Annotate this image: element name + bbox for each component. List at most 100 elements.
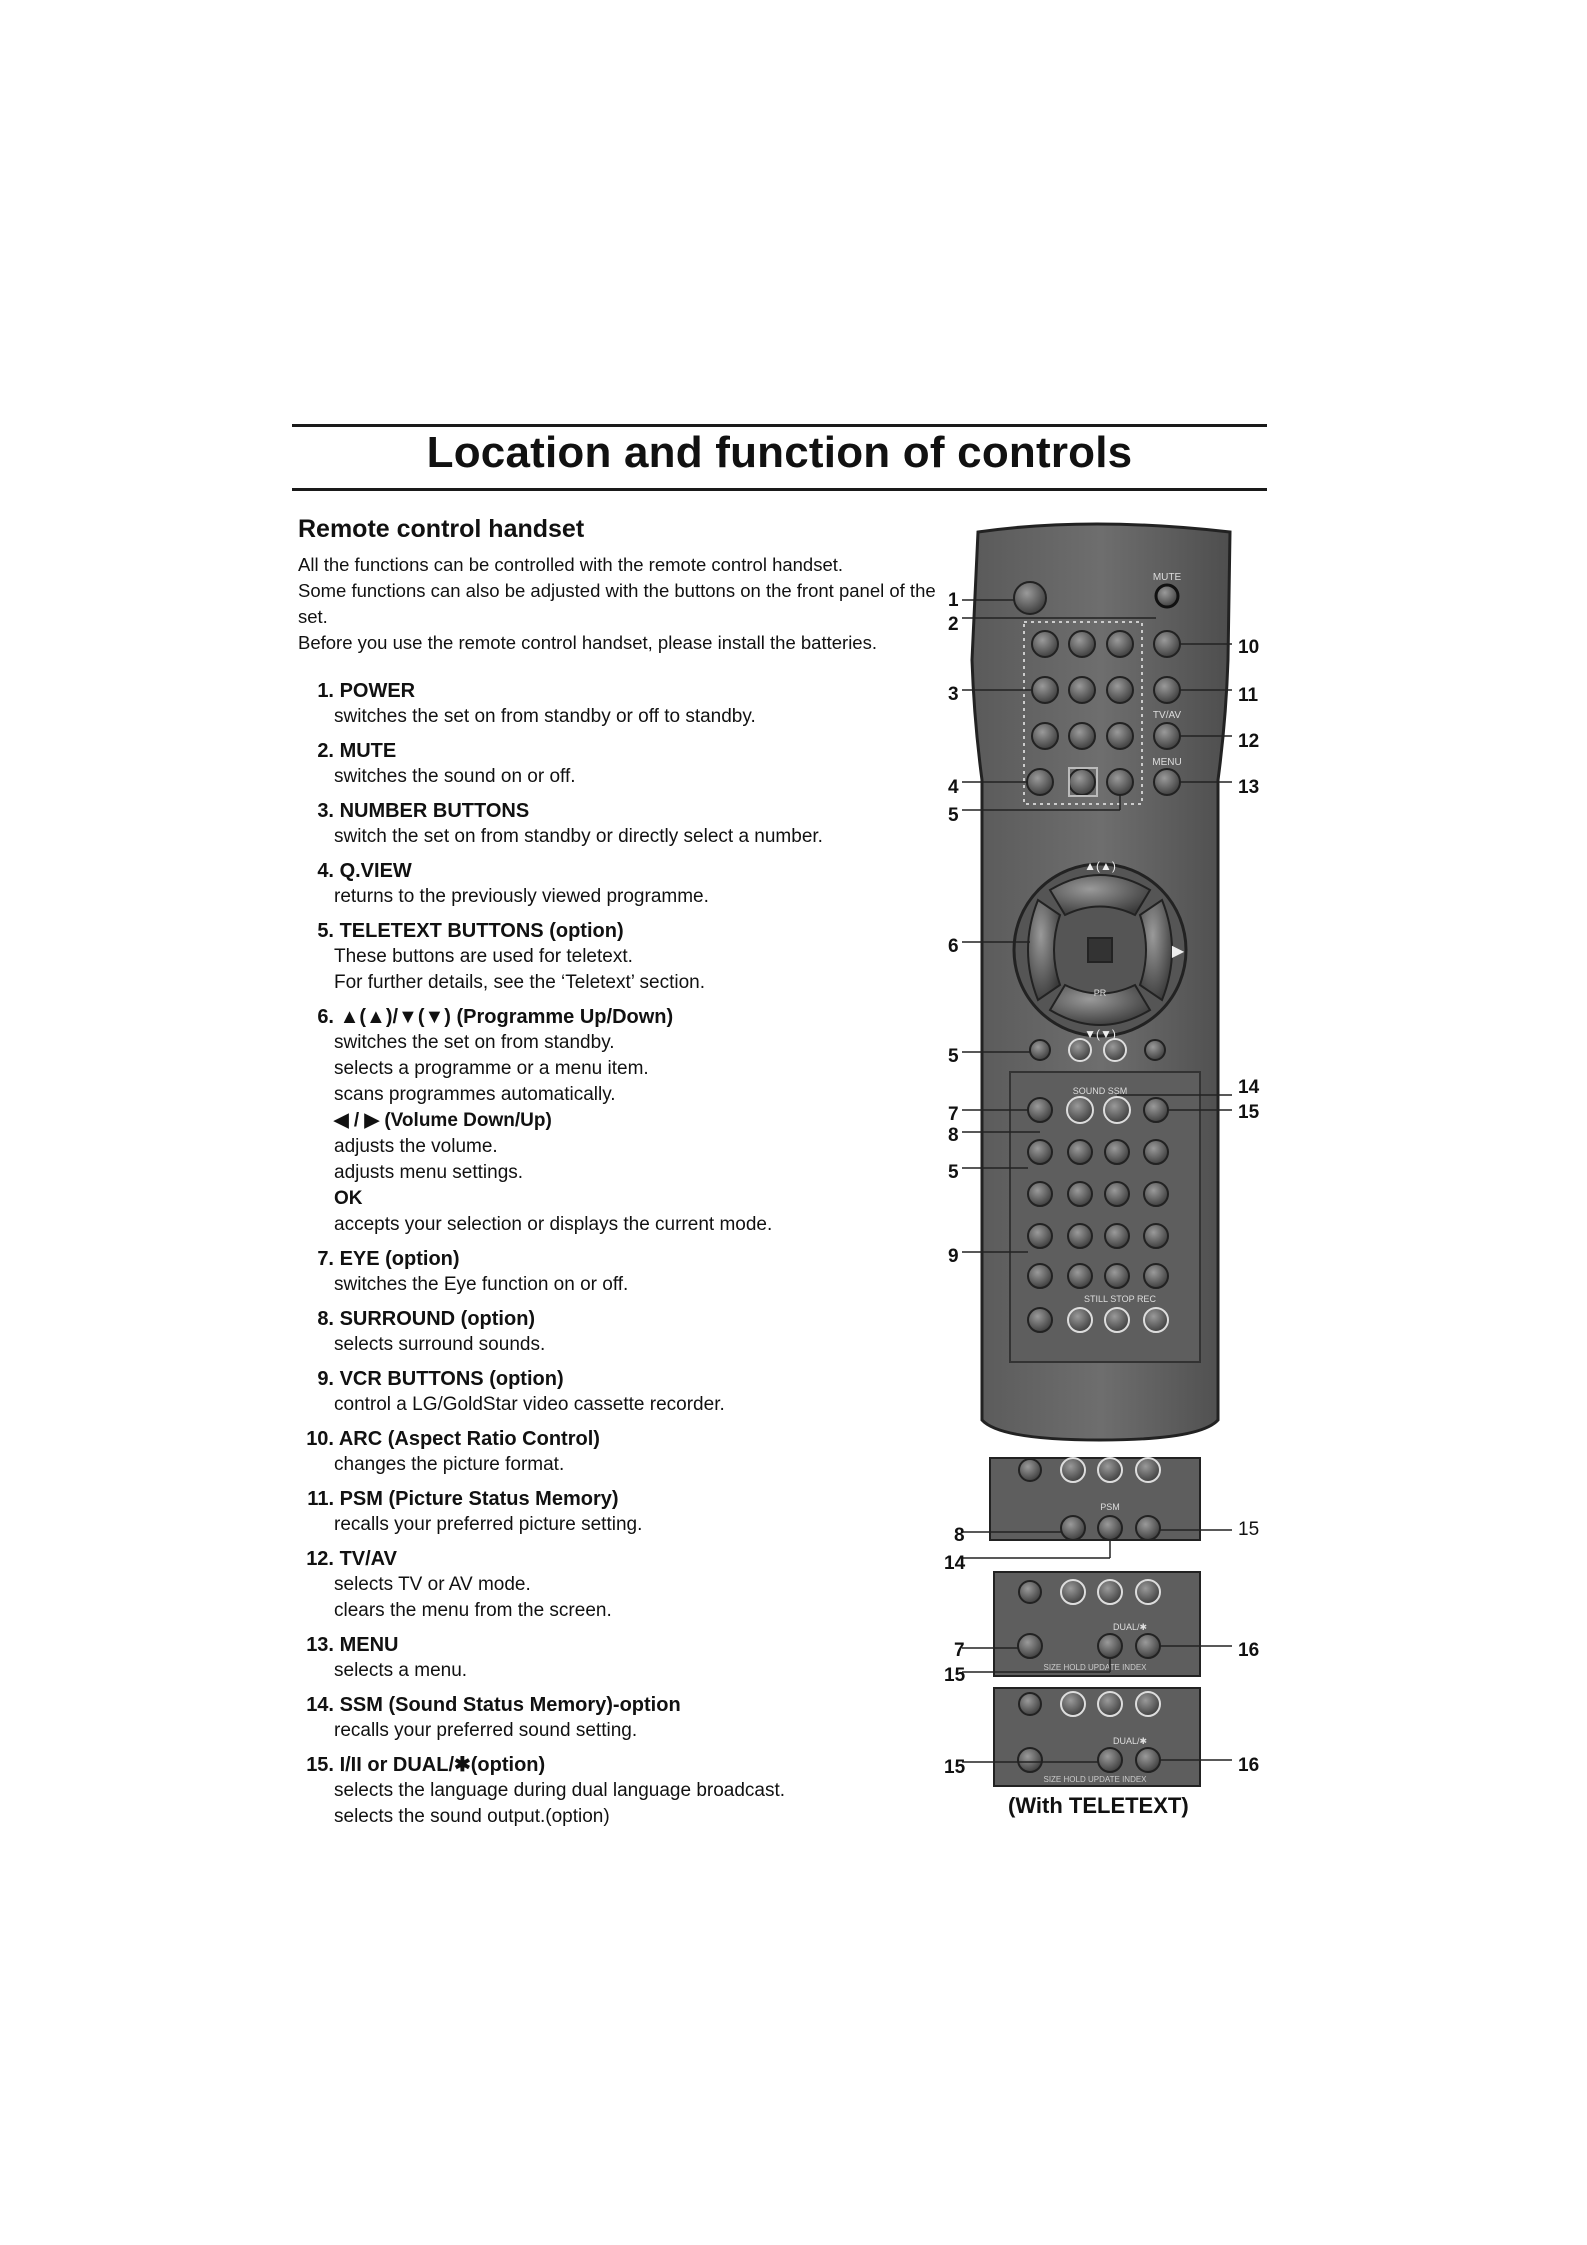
description-line: selects the language during dual languag… [334,1780,786,1801]
control-item-title: 12. TV/AV [298,1546,938,1572]
mute-label: MUTE [1153,572,1182,583]
inset-dual: DUAL/✱ SIZE HOLD UPDATE INDEX [993,1571,1201,1677]
control-item-name: POWER [339,680,416,702]
callout-number: 14 [944,1553,966,1574]
description-line: changes the picture format. [334,1454,565,1475]
description-line: switches the Eye function on or off. [334,1274,629,1295]
control-item-name: PSM (Picture Status Memory) [339,1488,619,1510]
lower-buttons [1027,1096,1169,1333]
title-rule [292,488,1267,491]
control-item-number: 15. [306,1754,334,1776]
control-item-number: 8. [317,1308,334,1330]
svg-text:▼(▼): ▼(▼) [1084,1027,1116,1041]
control-item-description: selects the language during dual languag… [334,1778,938,1830]
control-item-number: 4. [317,860,334,882]
description-line: scans programmes automatically. [334,1084,616,1105]
svg-text:▶: ▶ [1172,941,1185,960]
control-item-title: 13. MENU [298,1632,938,1658]
description-line: returns to the previously viewed program… [334,886,709,907]
description-line: selects a menu. [334,1660,468,1681]
callout-leaders [962,599,1232,1763]
control-item-number: 6. [317,1006,334,1028]
control-item: 5. TELETEXT BUTTONS (option)These button… [298,918,938,996]
description-line: selects a programme or a menu item. [334,1058,649,1079]
control-item-description: switches the sound on or off. [334,764,938,790]
svg-text:SIZE HOLD UPDATE INDEX: SIZE HOLD UPDATE INDEX [1043,1663,1147,1672]
control-item-number: 14. [306,1694,334,1716]
control-item-number: 9. [317,1368,334,1390]
top-rule [292,424,1267,427]
control-item-number: 2. [317,740,334,762]
control-item-title: 2. MUTE [298,738,938,764]
tvav-label: TV/AV [1153,710,1181,721]
control-item: 6. ▲(▲)/▼(▼) (Programme Up/Down)switches… [298,1004,938,1238]
callout-number: 5 [948,1162,959,1183]
control-item-title: 3. NUMBER BUTTONS [298,798,938,824]
control-item-description: switches the set on from standby or off … [334,704,938,730]
control-item-name: I/II or DUAL/✱(option) [339,1754,546,1776]
control-item-name: MENU [339,1634,399,1656]
control-item-title: 7. EYE (option) [298,1246,938,1272]
navigation-pad: ▲(▲) ▼(▼) ▶ PR [1012,859,1188,1041]
control-item-title: 14. SSM (Sound Status Memory)-option [298,1692,938,1718]
control-item-title: 15. I/II or DUAL/✱(option) [298,1752,938,1778]
control-item: 10. ARC (Aspect Ratio Control)changes th… [298,1426,938,1478]
callout-number: 16 [1238,1640,1260,1661]
sound-ssm-label: SOUND SSM [1073,1086,1128,1096]
pr-label: PR [1094,988,1107,998]
control-item-name: SURROUND (option) [339,1308,536,1330]
control-item-number: 1. [317,680,334,702]
svg-text:▲(▲): ▲(▲) [1084,859,1116,873]
remote-control-illustration: MUTE TV/AV MENU ▲(▲) ▼(▼) ▶ PR [962,522,1232,1787]
callout-number: 15 [1238,1102,1260,1123]
control-item-title: 1. POWER [298,678,938,704]
section-title: Remote control handset [298,515,585,543]
callout-number: 4 [948,777,959,798]
control-item-description: These buttons are used for teletext.For … [334,944,938,996]
svg-text:PSM: PSM [1100,1502,1120,1512]
menu-label: MENU [1152,757,1181,768]
control-item-title: 8. SURROUND (option) [298,1306,938,1332]
svg-text:SIZE HOLD UPDATE INDEX: SIZE HOLD UPDATE INDEX [1043,1775,1147,1784]
control-item-description: returns to the previously viewed program… [334,884,938,910]
control-item: 9. VCR BUTTONS (option)control a LG/Gold… [298,1366,938,1418]
page-title: Location and function of controls [426,428,1133,477]
control-item-number: 3. [317,800,334,822]
control-item-description: switches the set on from standby.selects… [334,1030,938,1238]
power-button [1013,581,1047,615]
figure-caption: (With TELETEXT) [1008,1793,1189,1818]
control-item-name: ▲(▲)/▼(▼) (Programme Up/Down) [339,1006,674,1028]
intro-line: Before you use the remote control handse… [298,632,877,653]
callout-number: 15 [1238,1519,1260,1540]
description-line: recalls your preferred picture setting. [334,1514,643,1535]
function-buttons [1153,630,1181,796]
description-line: selects the sound output.(option) [334,1806,610,1827]
control-item-description: switch the set on from standby or direct… [334,824,938,850]
control-item: 7. EYE (option)switches the Eye function… [298,1246,938,1298]
control-item-title: 9. VCR BUTTONS (option) [298,1366,938,1392]
callout-number: 16 [1238,1755,1260,1776]
intro-line: All the functions can be controlled with… [298,554,844,575]
control-item-number: 7. [317,1248,334,1270]
control-item-title: 4. Q.VIEW [298,858,938,884]
callout-number: 14 [1238,1077,1260,1098]
control-item-name: TELETEXT BUTTONS (option) [339,920,624,942]
svg-text:DUAL/✱: DUAL/✱ [1113,1736,1147,1746]
control-item-name: NUMBER BUTTONS [339,800,530,822]
teletext-row [1029,1038,1166,1062]
control-item-name: Q.VIEW [339,860,412,882]
control-item-name: TV/AV [339,1548,397,1570]
control-item-description: selects surround sounds. [334,1332,938,1358]
number-buttons [1026,630,1134,796]
control-item: 11. PSM (Picture Status Memory)recalls y… [298,1486,938,1538]
control-item-description: selects a menu. [334,1658,938,1684]
intro-line: Some functions can also be adjusted with… [298,580,936,627]
callout-number: 7 [948,1104,959,1125]
description-line: control a LG/GoldStar video cassette rec… [334,1394,725,1415]
description-line: switch the set on from standby or direct… [334,826,823,847]
vcr-labels: STILL STOP REC [1084,1294,1156,1304]
control-item-name: MUTE [339,740,397,762]
